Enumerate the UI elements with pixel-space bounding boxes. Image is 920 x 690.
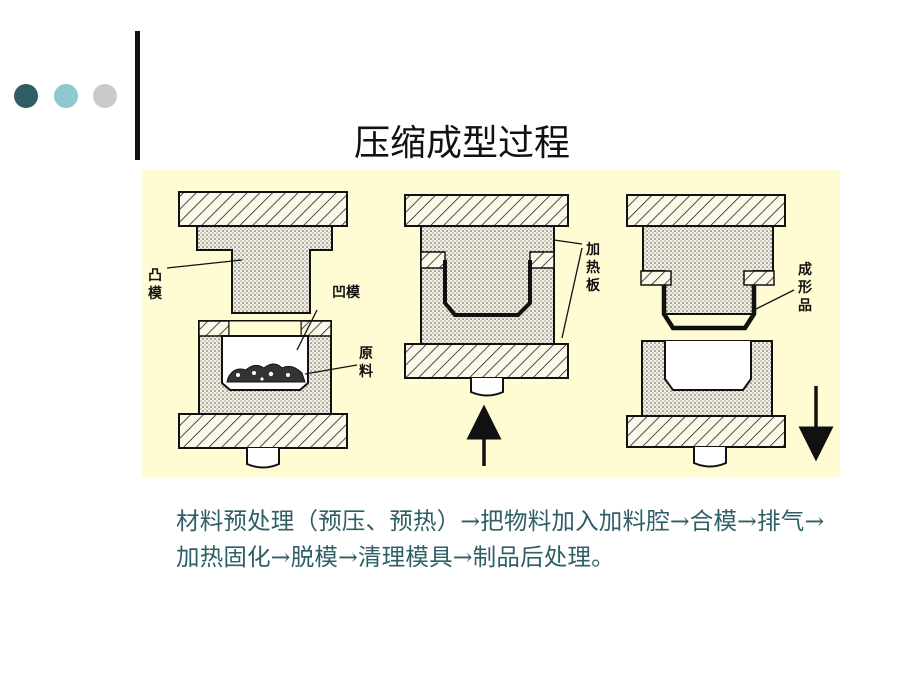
stage-1-open-mold: 凸 模 凹模 原 料 (148, 191, 373, 469)
bullet-dot-dark (14, 84, 38, 108)
label-die: 凹模 (332, 284, 361, 301)
title-divider-bar (135, 31, 140, 160)
label-heat-1: 加 (585, 242, 600, 258)
slide-title: 压缩成型过程 (353, 123, 570, 164)
bullet-dot-light (54, 84, 78, 108)
label-punch-1: 凸 (148, 268, 162, 284)
compression-molding-figure: 凸 模 凹模 原 料 加 热 板 成 形 品 (142, 170, 840, 477)
label-product-3: 品 (798, 298, 812, 314)
stage-2-closed-mold: 加 热 板 (404, 194, 601, 466)
label-raw-2: 料 (359, 363, 373, 380)
process-description: 材料预处理（预压、预热）→把物料加入加料腔→合模→排气→加热固化→脱模→清理模具… (176, 507, 825, 571)
bullet-dot-gray (93, 84, 117, 108)
stage-3-demolding: 成 形 品 (626, 194, 834, 468)
label-heat-3: 板 (586, 277, 601, 294)
label-raw-1: 原 (359, 346, 373, 362)
label-heat-2: 热 (586, 259, 600, 276)
label-product-2: 形 (798, 279, 812, 296)
label-punch-2: 模 (148, 285, 163, 302)
label-product-1: 成 (798, 261, 812, 278)
